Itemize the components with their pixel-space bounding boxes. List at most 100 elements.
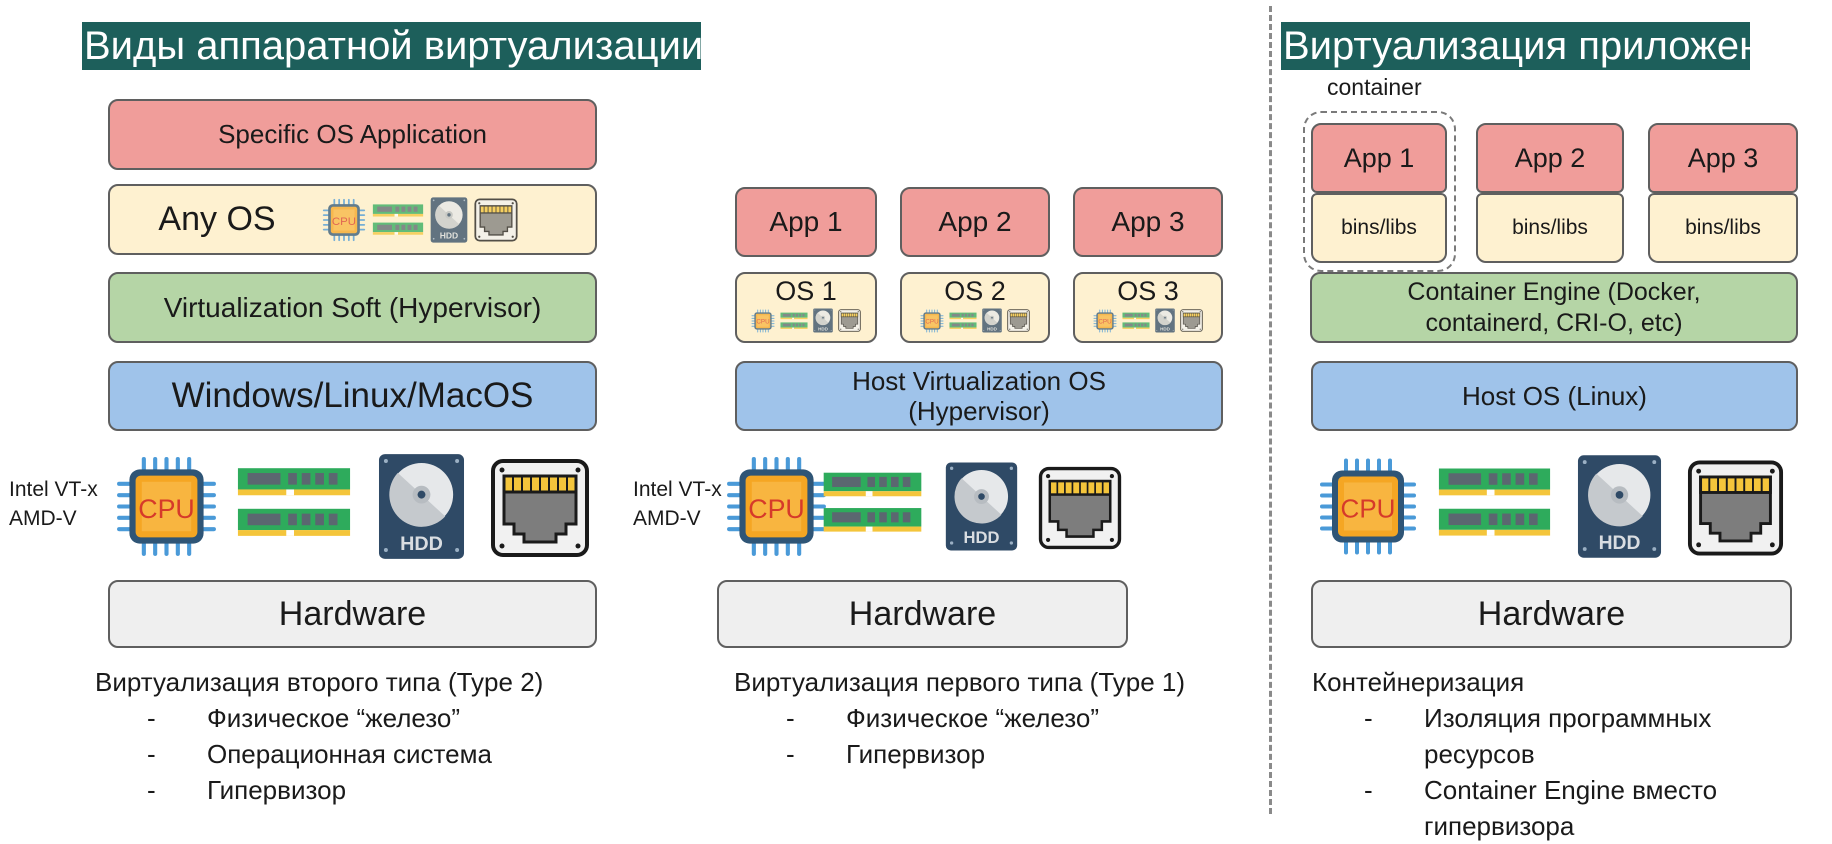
ram-icon [949,311,977,331]
guest-virtual-hardware: CPU H [920,308,1030,333]
bullet-dash: - [147,775,156,805]
type1-app-2: App 2 [900,187,1050,257]
container-libs-3: bins/libs [1648,193,1798,263]
type2-bullet: -Физическое “железо” [95,700,655,736]
type1-guest-os-2: OS 2 CPU [900,272,1050,343]
hdd-icon: HDD [1155,308,1175,333]
ram-icon [822,462,923,544]
guest-virtual-hardware: CPU H [1093,308,1203,333]
hypervisor-line-1: Host Virtualization OS [852,366,1106,396]
container-app-3: App 3 [1648,123,1798,193]
network-port-icon [1687,458,1784,558]
bullet-text: Физическое “железо” [846,703,1100,733]
container-bullet: - Изоляция программных ресурсов [1312,700,1832,772]
hw-virtualization-title: Виды аппаратной виртуализации [82,22,704,70]
type1-caption-block: Виртуализация первого типа (Type 1) - Физ… [734,664,1254,772]
type2-app-layer: Specific OS Application [108,99,597,170]
hdd-icon: HDD [813,308,833,333]
bullet-text: Гипервизор [207,775,347,805]
cpu-icon: CPU [725,455,828,558]
guest-virtual-hardware: CPU H [322,196,518,243]
svg-text:HDD: HDD [1599,533,1641,554]
bullet-dash: - [1364,775,1373,805]
guest-virtual-hardware: CPU H [751,308,861,333]
cpu-icon: CPU [751,308,775,333]
type1-cpu-ext-intel: Intel VT-x [633,478,722,501]
bullet-line: гипервизора [1424,811,1575,841]
ram-icon [1437,462,1552,544]
cpu-icon: CPU [920,308,944,333]
bullet-line: ресурсов [1424,739,1535,769]
bullet-dash: - [786,739,795,769]
type1-guest-os-1: OS 1 CPU [735,272,877,343]
guest-os-label: OS 1 [775,276,837,306]
hdd-icon: HDD [982,308,1002,333]
container-label: container [1327,74,1422,100]
engine-line-1: Container Engine (Docker, [1407,277,1701,306]
bullet-text: Изоляция программных ресурсов [1424,700,1711,772]
network-port-icon [1007,309,1030,332]
bullet-text: Физическое “железо” [207,703,461,733]
type1-guest-os-3: OS 3 CPU [1073,272,1223,343]
type2-caption: Виртуализация второго типа (Type 2) [95,667,544,697]
svg-text:CPU: CPU [748,494,805,524]
type1-bullet: - Физическое “железо” [734,700,1254,736]
hdd-icon: HDD [1577,453,1662,560]
app-virtualization-title: Виртуализация приложений [1281,22,1806,70]
bullet-line: Container Engine вместо [1424,775,1718,805]
network-port-icon [490,458,590,558]
svg-text:CPU: CPU [1341,494,1396,524]
container-libs-1: bins/libs [1311,193,1447,263]
cpu-icon: CPU [1093,308,1117,333]
type2-guest-os-layer: Any OS CPU [108,184,597,255]
bullet-dash: - [786,703,795,733]
svg-text:CPU: CPU [925,318,939,325]
container-boundary [1303,111,1456,272]
bullet-dash: - [147,739,156,769]
svg-text:HDD: HDD [400,533,443,555]
svg-text:HDD: HDD [818,327,829,332]
container-libs-2: bins/libs [1476,193,1624,263]
guest-os-label: OS 2 [944,276,1006,306]
type1-app-1: App 1 [735,187,877,257]
type1-bullet: - Гипервизор [734,736,1254,772]
hypervisor-line-2: (Hypervisor) [908,396,1050,426]
type1-hardware-layer: Hardware [717,580,1128,648]
ram-icon [236,462,352,544]
network-port-icon [838,309,861,332]
container-engine-layer: Container Engine (Docker, containerd, CR… [1310,272,1798,343]
bullet-dash: - [1364,703,1373,733]
container-bullet: - Container Engine вместо гипервизора [1312,772,1832,844]
svg-text:CPU: CPU [332,215,356,227]
svg-text:HDD: HDD [1160,327,1171,332]
guest-os-label: OS 3 [1117,276,1179,306]
svg-text:CPU: CPU [756,318,770,325]
type2-cpu-ext-intel: Intel VT-x [9,478,98,501]
svg-text:HDD: HDD [987,327,998,332]
network-port-icon [1180,309,1203,332]
container-hardware-layer: Hardware [1311,580,1792,648]
svg-text:CPU: CPU [1098,318,1112,325]
type1-app-3: App 3 [1073,187,1223,257]
type2-hardware-layer: Hardware [108,580,597,648]
bullet-text: Container Engine вместо гипервизора [1424,772,1717,844]
bullet-line: Изоляция программных [1424,703,1712,733]
bullet-text: Гипервизор [846,739,986,769]
type2-caption-block: Виртуализация второго типа (Type 2) -Физ… [95,664,655,808]
type2-cpu-ext-amd: AMD-V [9,507,77,530]
container-app-2: App 2 [1476,123,1624,193]
cpu-icon: CPU [322,198,366,242]
ram-icon [1122,311,1150,331]
hdd-icon: HDD [430,196,468,243]
hdd-icon: HDD [378,453,465,560]
container-caption: Контейнеризация [1312,667,1525,697]
network-port-icon [474,197,518,242]
ram-icon [372,201,424,239]
type2-bullet: - Операционная система [95,736,655,772]
bullet-text: Операционная система [207,739,492,769]
ram-icon [780,311,808,331]
type1-caption: Виртуализация первого типа (Type 1) [734,667,1186,697]
section-divider [1269,6,1272,814]
type2-hypervisor-layer: Virtualization Soft (Hypervisor) [108,272,597,343]
cpu-icon: CPU [1318,455,1418,558]
